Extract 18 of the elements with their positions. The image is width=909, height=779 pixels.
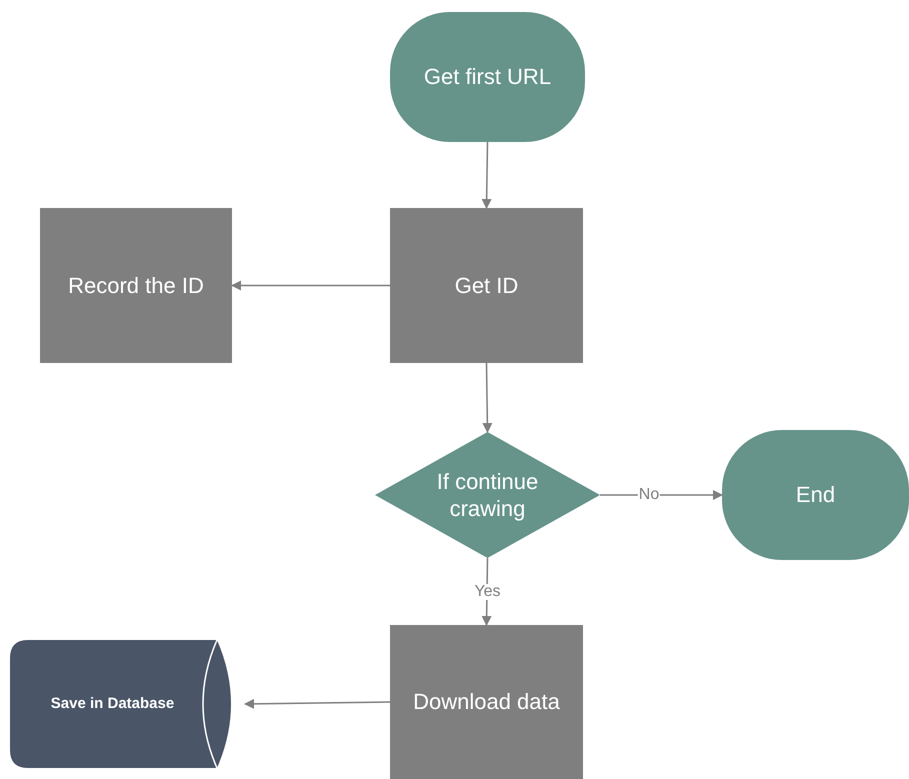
arrow <box>244 698 390 709</box>
node-text: Save in Database <box>50 694 174 714</box>
decision-diamond <box>375 432 600 558</box>
end-terminal <box>722 430 909 560</box>
arrow <box>482 362 492 433</box>
edge-label: Yes <box>473 584 502 600</box>
process-box <box>390 625 583 779</box>
node-text: Record the ID <box>68 272 204 300</box>
arrow <box>482 142 492 209</box>
node-text: If continue crawing <box>436 468 540 522</box>
node-text: Get first URL <box>424 63 552 91</box>
node-text: End <box>796 481 836 509</box>
process-box <box>40 208 232 363</box>
process-box <box>390 208 583 363</box>
node-text: Download data <box>413 688 560 716</box>
arrow <box>600 490 723 500</box>
arrow <box>231 280 390 290</box>
node-text: Get ID <box>454 272 518 300</box>
